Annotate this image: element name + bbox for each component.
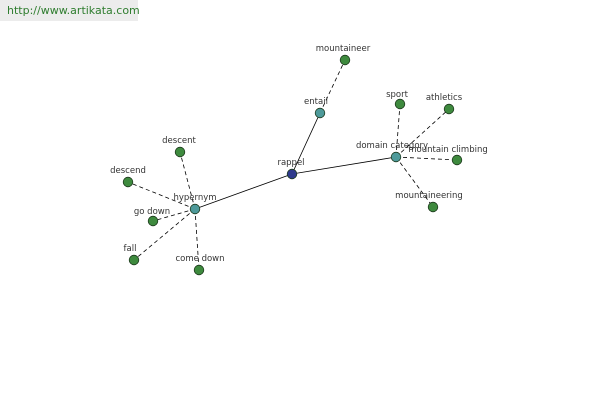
edge-domain-mountain-climbing — [395, 156, 458, 161]
sport-node[interactable] — [394, 98, 406, 110]
nodes — [122, 54, 463, 276]
edge-hypernym-descend — [127, 181, 196, 210]
entail-node[interactable] — [314, 107, 326, 119]
hypernym-label: hypernym — [173, 193, 216, 203]
edges — [127, 59, 458, 271]
mountain-climbing-node[interactable] — [451, 154, 463, 166]
descend-node[interactable] — [122, 176, 134, 188]
mountaineer-label: mountaineer — [316, 44, 371, 54]
edge-rappel-domain — [291, 156, 397, 175]
descend-label: descend — [110, 166, 146, 176]
url-banner: http://www.artikata.com — [0, 0, 140, 21]
descent-label: descent — [162, 136, 196, 146]
go-down-label: go down — [134, 207, 170, 217]
labels: rappel entail mountaineer domain category sp… — [110, 44, 488, 264]
url-link[interactable]: http://www.artikata.com — [7, 4, 140, 17]
rappel-node[interactable] — [286, 168, 298, 180]
edge-entail-mountaineer — [319, 59, 346, 114]
entail-label: entail — [304, 97, 328, 107]
mountaineering-node[interactable] — [427, 201, 439, 213]
domain-category-node[interactable] — [390, 151, 402, 163]
sport-label: sport — [386, 90, 409, 100]
mountaineering-label: mountaineering — [395, 191, 463, 201]
edge-domain-mountaineering — [395, 156, 434, 208]
athletics-label: athletics — [426, 93, 463, 103]
mountain-climbing-label: mountain climbing — [408, 145, 487, 155]
fall-node[interactable] — [128, 254, 140, 266]
edge-rappel-entail — [291, 112, 321, 175]
domain-category-label: domain category — [356, 141, 428, 151]
edge-hypernym-come-down — [194, 208, 200, 271]
come-down-label: come down — [175, 254, 224, 264]
hypernym-node[interactable] — [189, 203, 201, 215]
athletics-node[interactable] — [443, 103, 455, 115]
edge-hypernym-descent — [179, 151, 196, 210]
edge-hypernym-go-down — [152, 208, 196, 222]
edge-domain-sport — [395, 103, 401, 158]
go-down-node[interactable] — [147, 215, 159, 227]
mountaineer-node[interactable] — [339, 54, 351, 66]
edge-domain-athletics — [395, 108, 450, 158]
come-down-node[interactable] — [193, 264, 205, 276]
fall-label: fall — [124, 244, 137, 254]
edge-rappel-hypernym — [194, 173, 293, 210]
descent-node[interactable] — [174, 146, 186, 158]
edge-hypernym-fall — [133, 208, 196, 261]
rappel-label: rappel — [277, 158, 304, 168]
